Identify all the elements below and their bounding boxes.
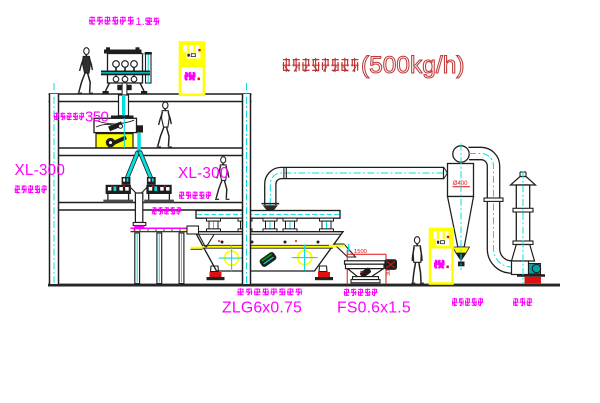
svg-text:1500: 1500	[354, 249, 367, 255]
svg-text:(500kg/h): (500kg/h)	[361, 52, 465, 79]
svg-text:XL-300: XL-300	[178, 165, 229, 182]
svg-text:FS0.6x1.5: FS0.6x1.5	[337, 300, 411, 317]
svg-text:ZLG6x0.75: ZLG6x0.75	[222, 300, 302, 317]
svg-text:XL-300: XL-300	[15, 162, 66, 179]
svg-text:300: 300	[386, 267, 392, 276]
svg-text:Ø400: Ø400	[453, 181, 468, 187]
svg-text:350: 350	[85, 109, 108, 126]
